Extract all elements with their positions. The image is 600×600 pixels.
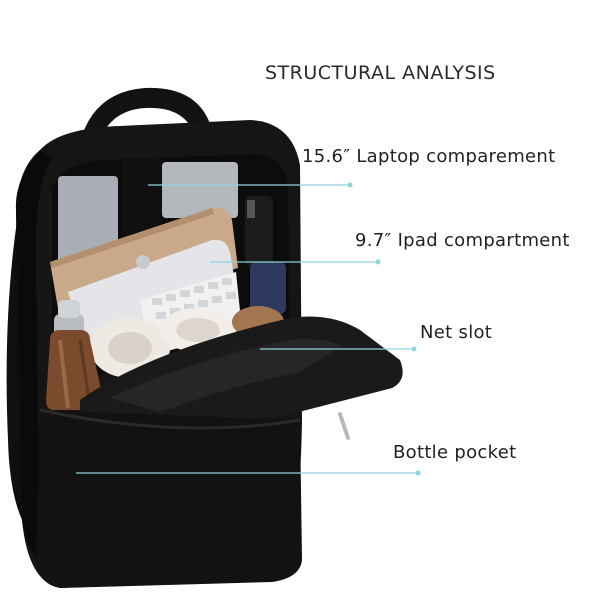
- headphones: [90, 308, 236, 378]
- label-net-slot: Net slot: [420, 322, 493, 343]
- top-handle: [78, 87, 212, 155]
- umbrella: [245, 196, 286, 314]
- infographic-title: STRUCTURAL ANALYSIS: [265, 62, 496, 84]
- label-laptop-compartment: 15.6″ Laptop comparement: [302, 146, 556, 167]
- bottle: [46, 300, 104, 410]
- label-bottle-pocket: Bottle pocket: [393, 442, 517, 463]
- label-ipad-compartment: 9.7″ Ipad compartment: [355, 230, 570, 251]
- bottle-pocket: [36, 410, 302, 588]
